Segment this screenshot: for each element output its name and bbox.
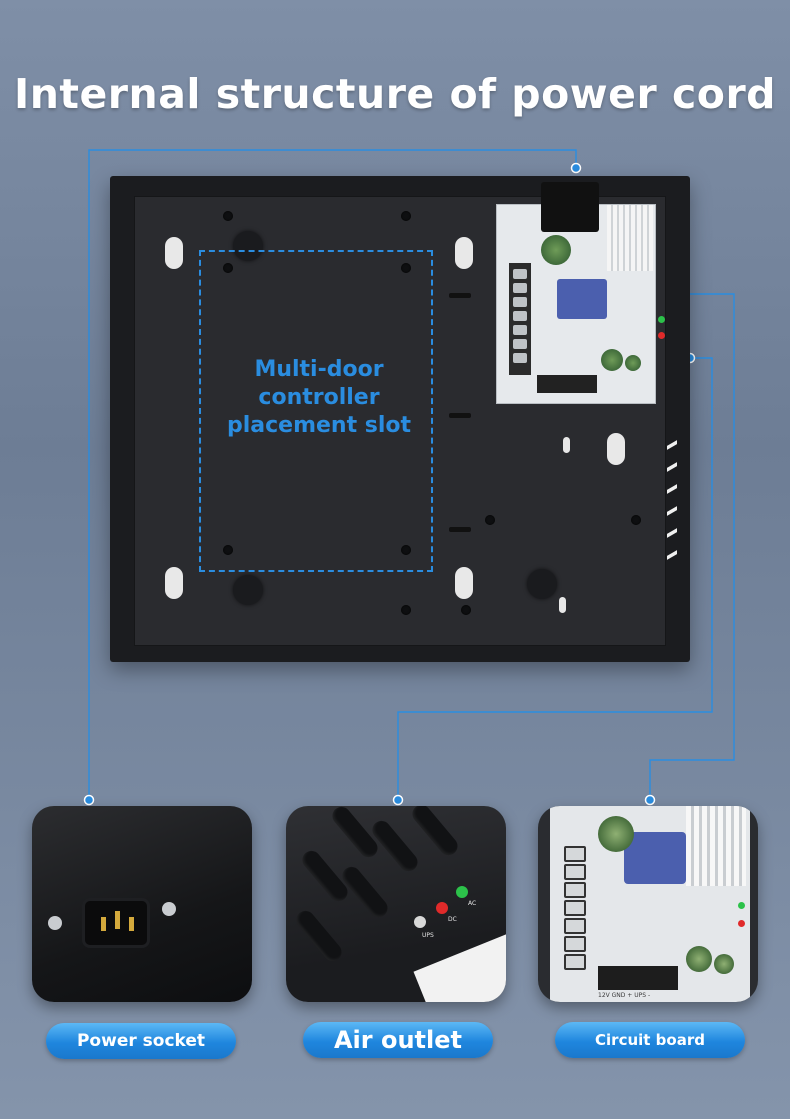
circuit-board-label: Circuit board xyxy=(555,1022,745,1058)
terminal xyxy=(564,882,586,898)
standoff xyxy=(233,575,263,605)
screw xyxy=(485,515,495,525)
mounting-keyhole xyxy=(455,567,473,599)
screw xyxy=(223,263,233,273)
power-socket-photo xyxy=(32,806,252,1002)
capacitor xyxy=(625,355,641,371)
air-outlet-label: Air outlet xyxy=(303,1022,493,1058)
screw xyxy=(401,211,411,221)
output-terminals xyxy=(537,375,597,393)
terminal xyxy=(564,864,586,880)
screw xyxy=(401,263,411,273)
vent-slot xyxy=(667,506,677,516)
transformer xyxy=(557,279,607,319)
air-outlet-photo: UPS DC AC xyxy=(286,806,506,1002)
connector-dot xyxy=(644,794,656,806)
screw xyxy=(461,605,471,615)
capacitor xyxy=(598,816,634,852)
led-red xyxy=(738,920,745,927)
vent-slot xyxy=(667,440,677,450)
socket-screw xyxy=(48,916,62,930)
capacitor xyxy=(714,954,734,974)
ac-indicator-label: AC xyxy=(468,900,477,907)
capacitor xyxy=(541,235,571,265)
oval-hole xyxy=(563,437,570,453)
led-green xyxy=(658,316,665,323)
led-red xyxy=(658,332,665,339)
terminal xyxy=(564,936,586,952)
ups-indicator xyxy=(414,916,426,928)
connector-dot xyxy=(83,794,95,806)
capacitor xyxy=(686,946,712,972)
iec-power-socket xyxy=(82,898,150,948)
vent-slot xyxy=(292,907,346,965)
slot-mark xyxy=(449,527,471,532)
circuit-board-photo: 12V GND + UPS - xyxy=(538,806,758,1002)
ups-indicator-label: UPS xyxy=(422,932,434,939)
vent-slot xyxy=(667,528,677,538)
heat-sink xyxy=(686,806,746,886)
transformer xyxy=(624,832,686,884)
oval-hole xyxy=(559,597,566,613)
screw xyxy=(401,545,411,555)
power-supply-board xyxy=(496,204,656,404)
vent-slot xyxy=(667,462,677,472)
mounting-keyhole xyxy=(165,237,183,269)
dc-indicator-label: DC xyxy=(448,916,457,923)
screw xyxy=(631,515,641,525)
terminal xyxy=(564,954,586,970)
mounting-keyhole xyxy=(165,567,183,599)
screw xyxy=(223,211,233,221)
vent-slot xyxy=(408,806,462,859)
heat-sink xyxy=(607,205,653,271)
page-title: Internal structure of power cord xyxy=(13,70,777,118)
dc-indicator xyxy=(436,902,448,914)
led-green xyxy=(738,902,745,909)
screw xyxy=(401,605,411,615)
socket-screw xyxy=(162,902,176,916)
slot-mark xyxy=(449,413,471,418)
slot-mark xyxy=(449,293,471,298)
power-inlet xyxy=(541,182,599,232)
placement-slot-label: Multi-door controller placement slot xyxy=(226,357,412,438)
capacitor xyxy=(601,349,623,371)
vent-slot xyxy=(667,550,677,560)
standoff xyxy=(233,231,263,261)
terminal xyxy=(564,918,586,934)
terminal xyxy=(564,846,586,862)
board-silkscreen: 12V GND + UPS - xyxy=(598,992,651,999)
output-terminals xyxy=(598,966,678,990)
power-socket-label: Power socket xyxy=(46,1023,236,1059)
vent-slot xyxy=(667,484,677,494)
connector-dot xyxy=(392,794,404,806)
ac-indicator xyxy=(456,886,468,898)
controller-placement-slot xyxy=(199,250,433,572)
standoff xyxy=(527,569,557,599)
terminal xyxy=(564,900,586,916)
mounting-keyhole xyxy=(607,433,625,465)
screw xyxy=(223,545,233,555)
mounting-keyhole xyxy=(455,237,473,269)
terminal-block xyxy=(509,263,531,375)
connector-dot xyxy=(570,162,582,174)
